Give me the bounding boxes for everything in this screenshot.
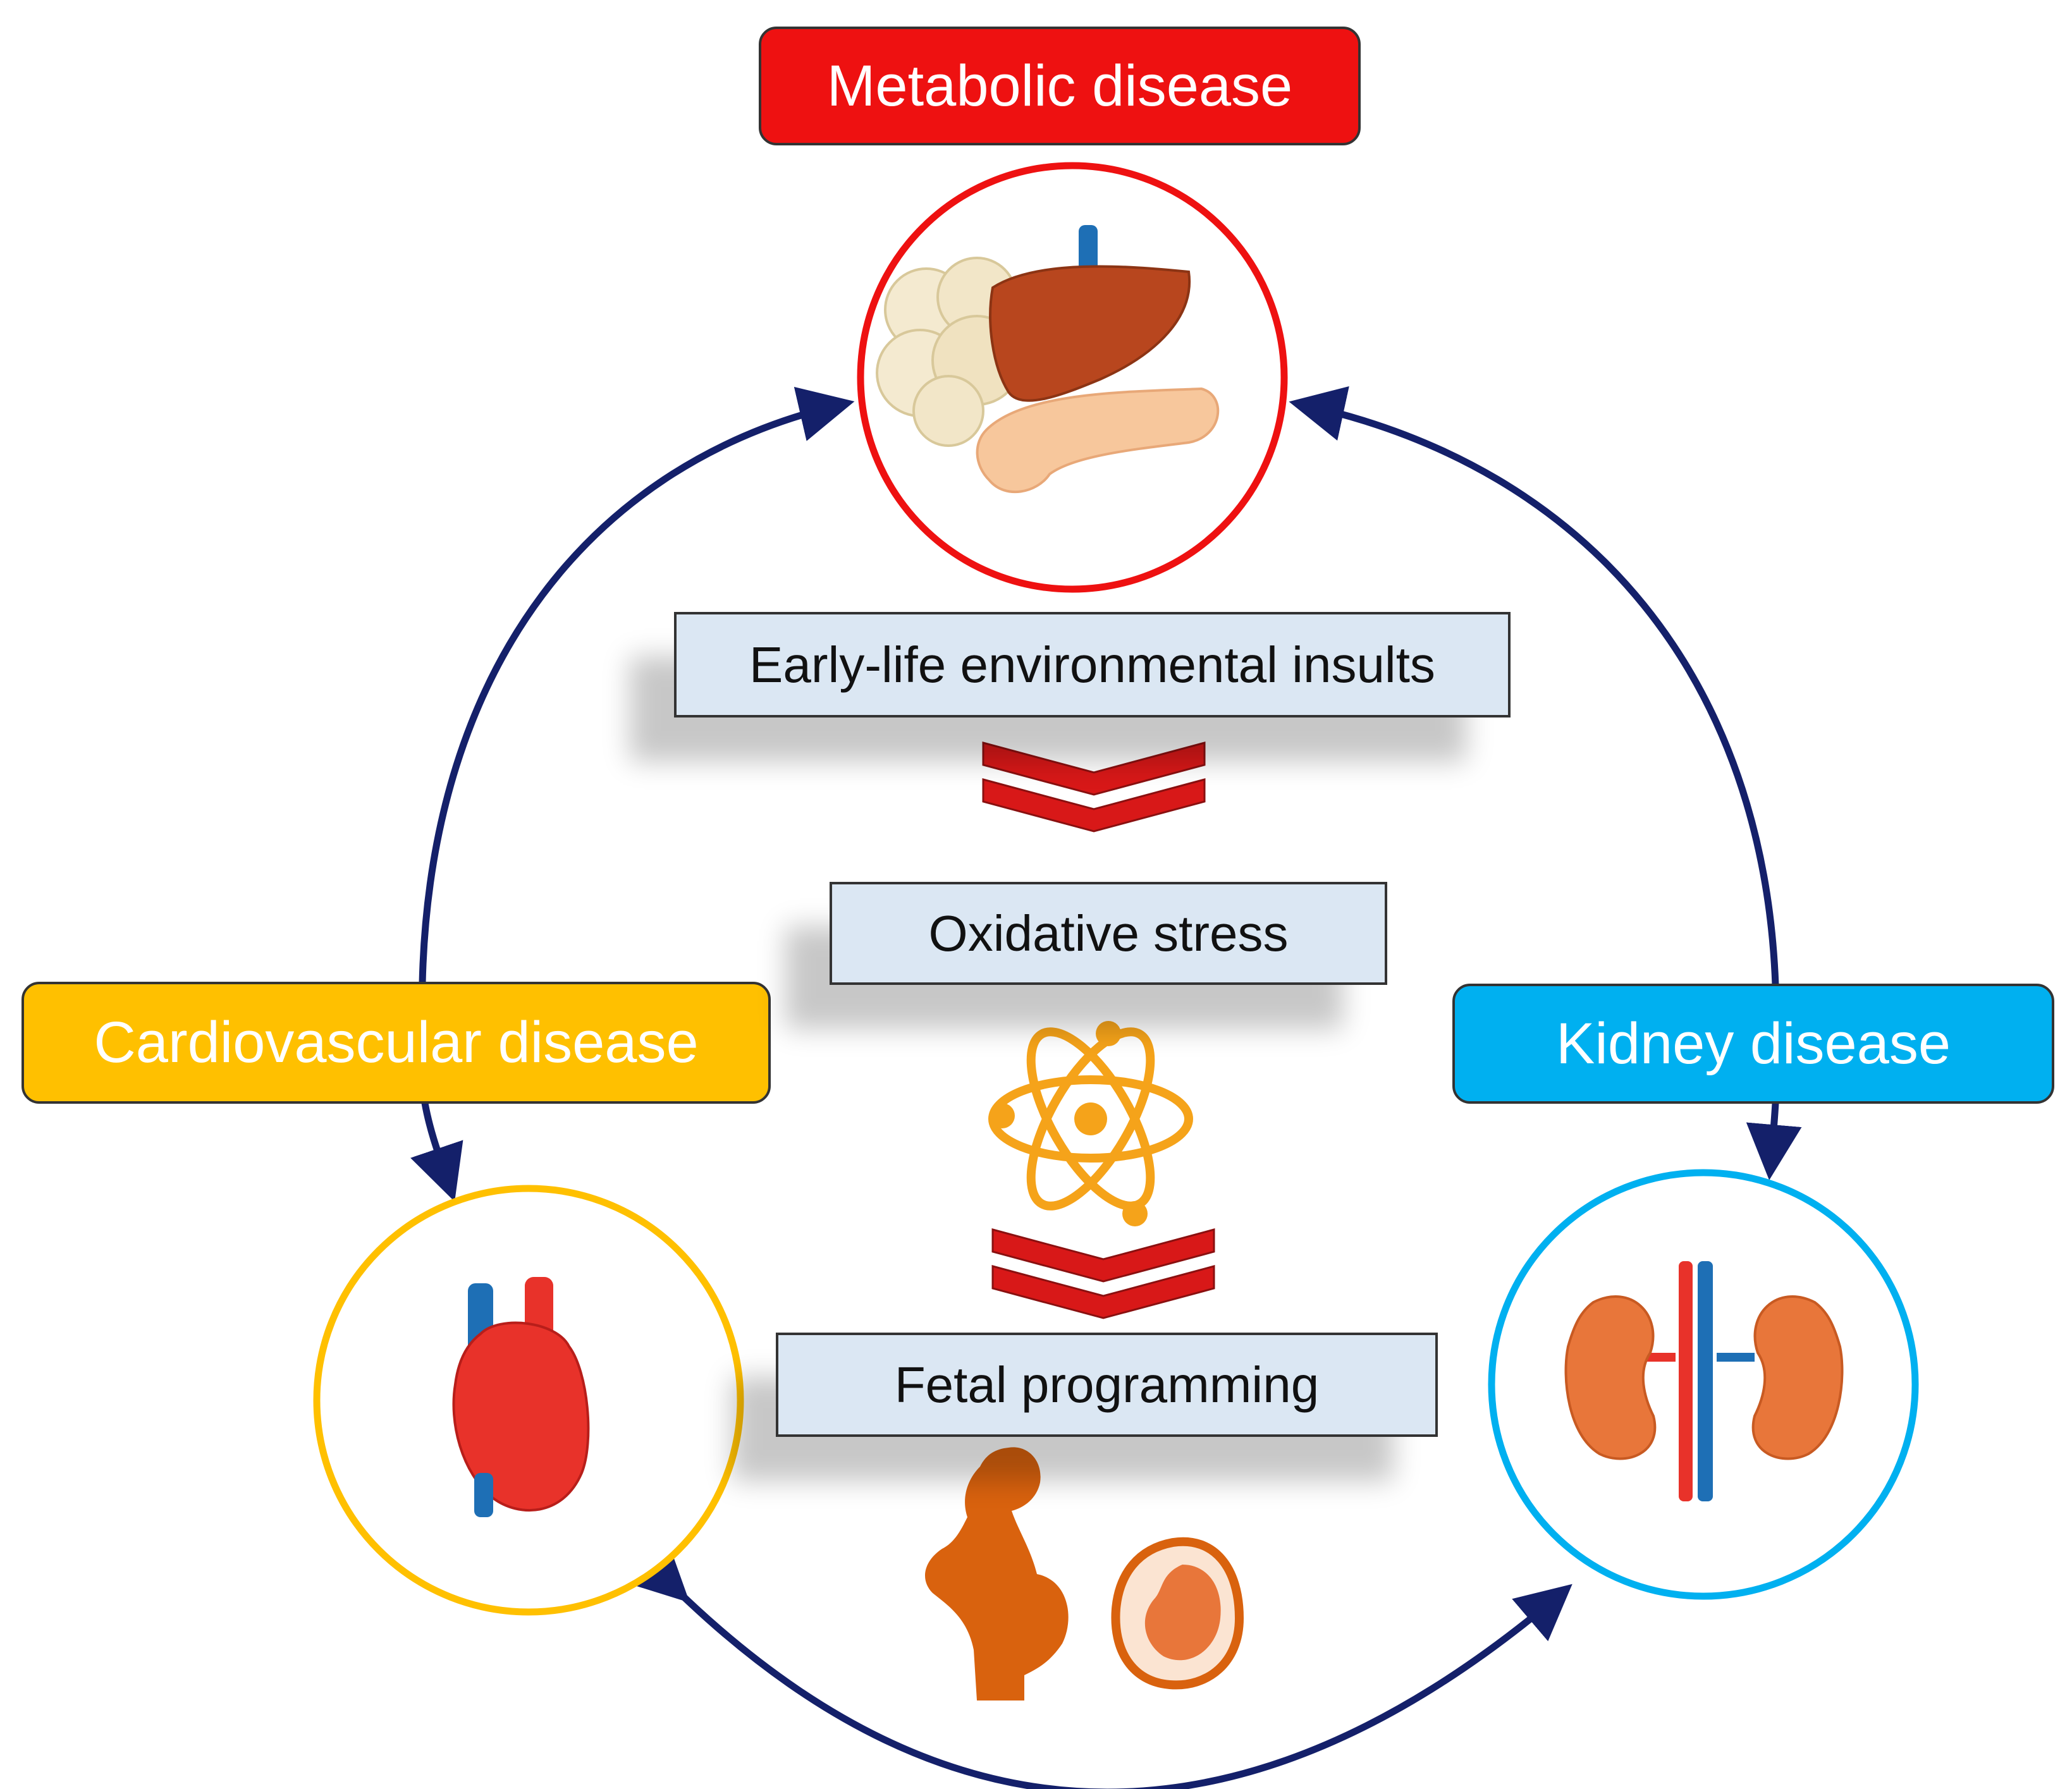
arrow-cardiovascular-to-metabolic [419, 387, 855, 984]
arrow-kidney-to-kidneys [1746, 1102, 1802, 1180]
arrow-kidney-to-metabolic [1289, 386, 1779, 986]
arrow-heart-kidney-bidirectional [630, 1544, 1572, 1789]
chevron-down-icon-2 [991, 1228, 1215, 1319]
metabolic-disease-label: Metabolic disease [759, 27, 1361, 145]
heart-icon [452, 1277, 590, 1517]
atom-icon [988, 1021, 1193, 1226]
liver-pancreas-adipose-icon [876, 225, 1220, 494]
pregnant-woman-fetus-icon [925, 1447, 1244, 1700]
cardiovascular-disease-label: Cardiovascular disease [21, 982, 771, 1104]
early-life-insults-box: Early-life environmental insults [674, 612, 1511, 717]
arrow-cardiovascular-to-heart [410, 1102, 463, 1202]
kidney-disease-label: Kidney disease [1452, 984, 2054, 1104]
kidneys-icon [1564, 1261, 1844, 1501]
fetal-programming-box: Fetal programming [776, 1333, 1438, 1437]
chevron-down-icon-1 [982, 742, 1206, 833]
oxidative-stress-box: Oxidative stress [830, 882, 1387, 985]
